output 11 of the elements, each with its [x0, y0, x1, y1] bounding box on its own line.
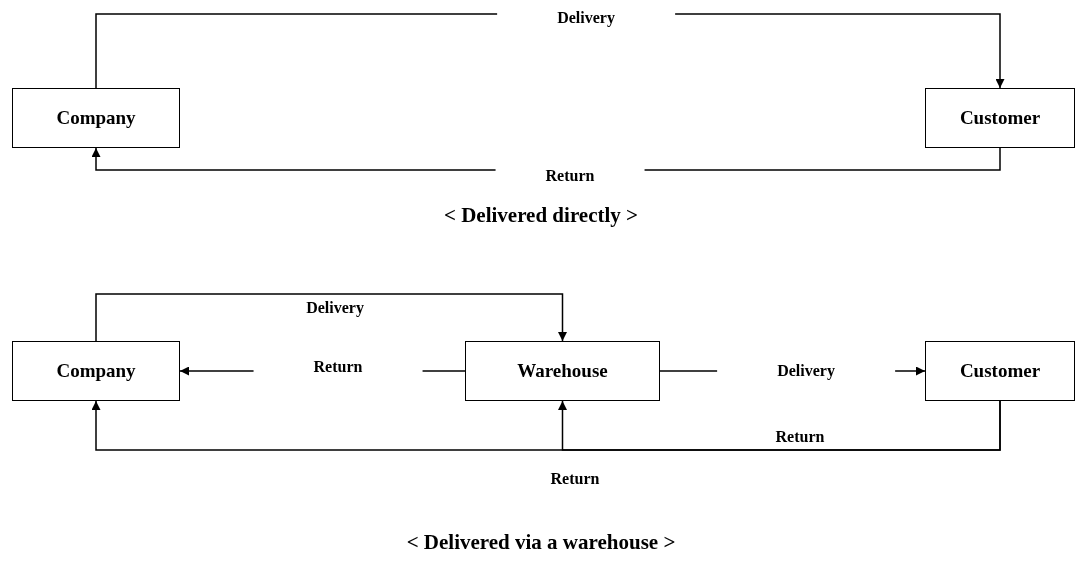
process-box: Customer	[925, 88, 1075, 148]
caption-text: < Delivered via a warehouse >	[406, 529, 676, 555]
arrow	[91, 400, 1001, 451]
process-box: Company	[12, 341, 180, 401]
process-box: Company	[12, 88, 180, 148]
arrow	[95, 293, 567, 342]
process-box: Warehouse	[465, 341, 660, 401]
edge-label: Delivery	[497, 9, 675, 27]
edge-label: Delivery	[717, 362, 895, 380]
process-box: Customer	[925, 341, 1075, 401]
caption-text: < Delivered directly >	[444, 202, 638, 228]
